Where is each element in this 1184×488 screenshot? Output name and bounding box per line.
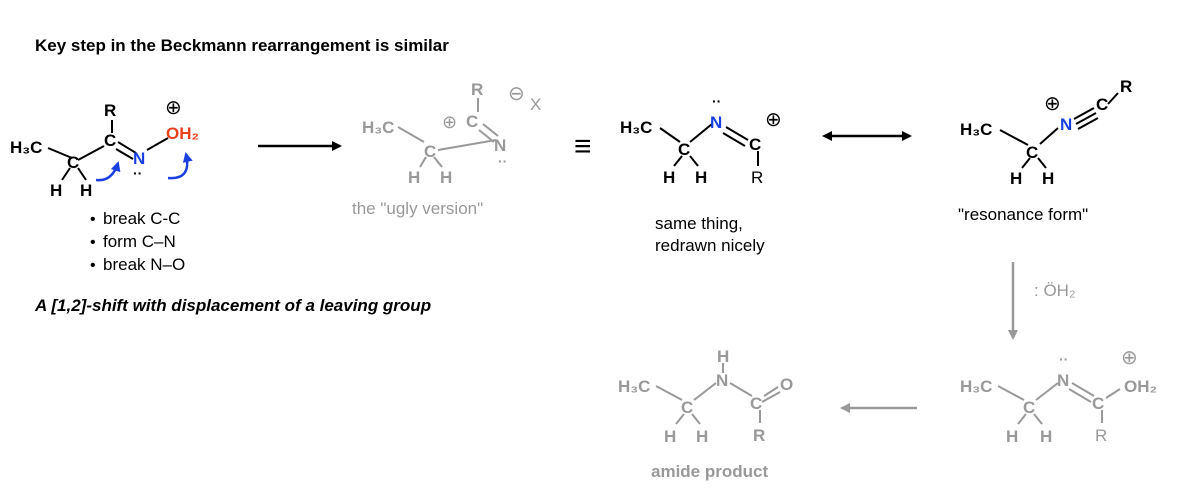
h3c-label: H₃C (620, 118, 652, 137)
protonated-oxime-structure: H₃C R C C H H N ·· OH₂ ⊕ (10, 97, 199, 200)
lone-pair: ·· (1059, 351, 1068, 367)
carbon-label: C (1096, 95, 1108, 114)
h-label: H (696, 427, 708, 446)
alpha-carbon-label: C (1023, 398, 1035, 417)
water-adduct-structure: H₃C C H H ·· N C OH₂ ⊕ R (960, 347, 1157, 446)
h-label: H (50, 181, 62, 200)
plus-charge-icon: ⊕ (765, 109, 782, 131)
bullet-list: • break C-C • form C–N • break N–O (90, 209, 185, 274)
plus-charge-icon: ⊕ (1121, 347, 1138, 369)
subheading: A [1,2]-shift with displacement of a lea… (34, 296, 431, 315)
x-label: X (530, 95, 541, 114)
resonance-caption: "resonance form" (958, 205, 1088, 224)
h-label: H (80, 181, 92, 200)
lone-pair: ·· (498, 153, 507, 169)
redrawn-caption-line2: redrawn nicely (655, 236, 765, 255)
oxygen-label: O (780, 375, 793, 394)
r-label: R (104, 101, 116, 120)
redrawn-structure: H₃C C H H ·· N C ⊕ R (620, 93, 782, 187)
h-label: H (717, 347, 729, 366)
nitrogen-label: N (1060, 115, 1072, 134)
curved-arrow-icon (167, 152, 193, 180)
water-reagent: : ÖH₂ (1034, 281, 1076, 300)
h-label: H (663, 168, 675, 187)
bullet-mark: • (90, 234, 96, 251)
h-label: H (664, 427, 676, 446)
r-label: R (471, 80, 483, 99)
redrawn-caption-line1: same thing, (655, 214, 743, 233)
h-label: H (408, 168, 420, 187)
r-label: R (751, 168, 763, 187)
h3c-label: H₃C (960, 377, 992, 396)
alpha-carbon-label: C (678, 140, 690, 159)
bullet-mark: • (90, 211, 96, 228)
h-label: H (1040, 427, 1052, 446)
alpha-carbon-label: C (681, 398, 693, 417)
heading: Key step in the Beckmann rearrangement i… (35, 36, 449, 55)
h-label: H (1042, 169, 1054, 188)
carbon-label: C (749, 135, 761, 154)
plus-charge-icon: ⊕ (1044, 93, 1061, 115)
h3c-label: H₃C (960, 120, 992, 139)
carbon-label: C (1092, 394, 1104, 413)
h3c-label: H₃C (10, 138, 42, 157)
h3c-label: H₃C (618, 377, 650, 396)
alpha-carbon-label: C (424, 142, 436, 161)
r-label: R (753, 426, 765, 445)
lone-pair: ·· (712, 93, 721, 109)
r-label: R (1120, 77, 1132, 96)
ugly-version-structure: H₃C R ⊕ C C H H N ·· ⊖ X (362, 80, 541, 187)
h-label: H (440, 168, 452, 187)
oh2-label: OH₂ (1124, 377, 1157, 396)
nitrogen-label: N (1057, 371, 1069, 390)
curved-arrow-icon (95, 161, 121, 182)
h-label: H (1010, 169, 1022, 188)
carbon-label: C (466, 112, 478, 131)
r-label: R (1095, 426, 1107, 445)
carbon-label: C (750, 394, 762, 413)
carbon-label: C (104, 131, 116, 150)
oh2-label: OH₂ (166, 124, 199, 143)
bullet-item: form C–N (103, 232, 176, 251)
h-label: H (695, 168, 707, 187)
nitrogen-label: N (133, 149, 145, 168)
resonance-form-structure: H₃C C H H ⊕ N C R (960, 77, 1132, 188)
amide-caption: amide product (651, 462, 768, 481)
h-label: H (1006, 427, 1018, 446)
h3c-label: H₃C (362, 118, 394, 137)
lone-pair: ·· (133, 165, 142, 181)
minus-charge-icon: ⊖ (508, 83, 525, 105)
nitrogen-label: N (716, 371, 728, 390)
ugly-version-caption: the "ugly version" (352, 199, 483, 218)
alpha-carbon-label: C (67, 153, 79, 172)
amide-product-structure: H₃C C H H H N C O R (618, 347, 793, 446)
bullet-mark: • (90, 257, 96, 274)
alpha-carbon-label: C (1026, 143, 1038, 162)
bullet-item: break N–O (103, 255, 185, 274)
nitrogen-label: N (710, 113, 722, 132)
plus-charge-icon: ⊕ (442, 112, 457, 132)
nitrogen-label: N (494, 136, 506, 155)
bullet-item: break C-C (103, 209, 180, 228)
equivalence-symbol: ≡ (574, 130, 592, 163)
plus-charge-icon: ⊕ (165, 97, 182, 119)
